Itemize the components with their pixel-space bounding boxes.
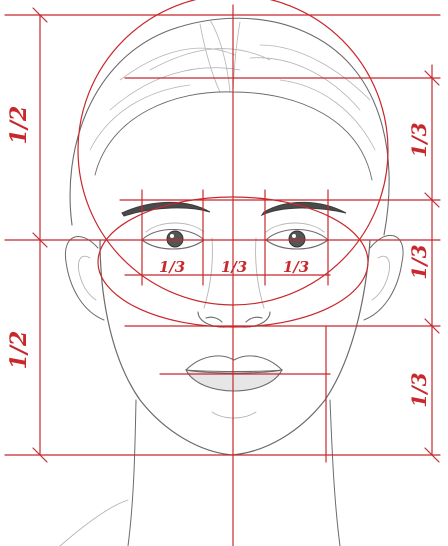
right-ear-inner [372,256,390,300]
label-eye-third-left: 1/3 [159,258,185,276]
right-pupil-highlight [292,234,296,238]
nose-tip [198,312,270,327]
right-ear [364,235,403,320]
label-eye-third-right: 1/3 [283,258,309,276]
label-eye-third-middle: 1/3 [221,258,247,276]
label-left-bottom-half: 1/2 [6,331,32,370]
neck-right [330,400,340,546]
lower-lip [186,370,282,391]
collar-line [60,500,128,546]
chin-shadow [212,412,256,418]
right-iris [289,231,305,247]
left-iris [167,231,183,247]
right-eyelid-crease [266,223,324,232]
neck-left [128,400,136,546]
label-left-top-half: 1/2 [6,106,32,145]
label-right-top-third: 1/3 [407,122,431,157]
upper-lip [186,356,282,372]
left-ear-inner [78,256,96,300]
right-eyebrow [262,202,346,215]
label-right-bottom-third: 1/3 [407,372,431,407]
label-right-middle-third: 1/3 [407,244,431,279]
left-ear [65,237,104,320]
face-sketch [60,18,403,546]
left-eyebrow [122,202,210,216]
left-pupil-highlight [170,234,174,238]
